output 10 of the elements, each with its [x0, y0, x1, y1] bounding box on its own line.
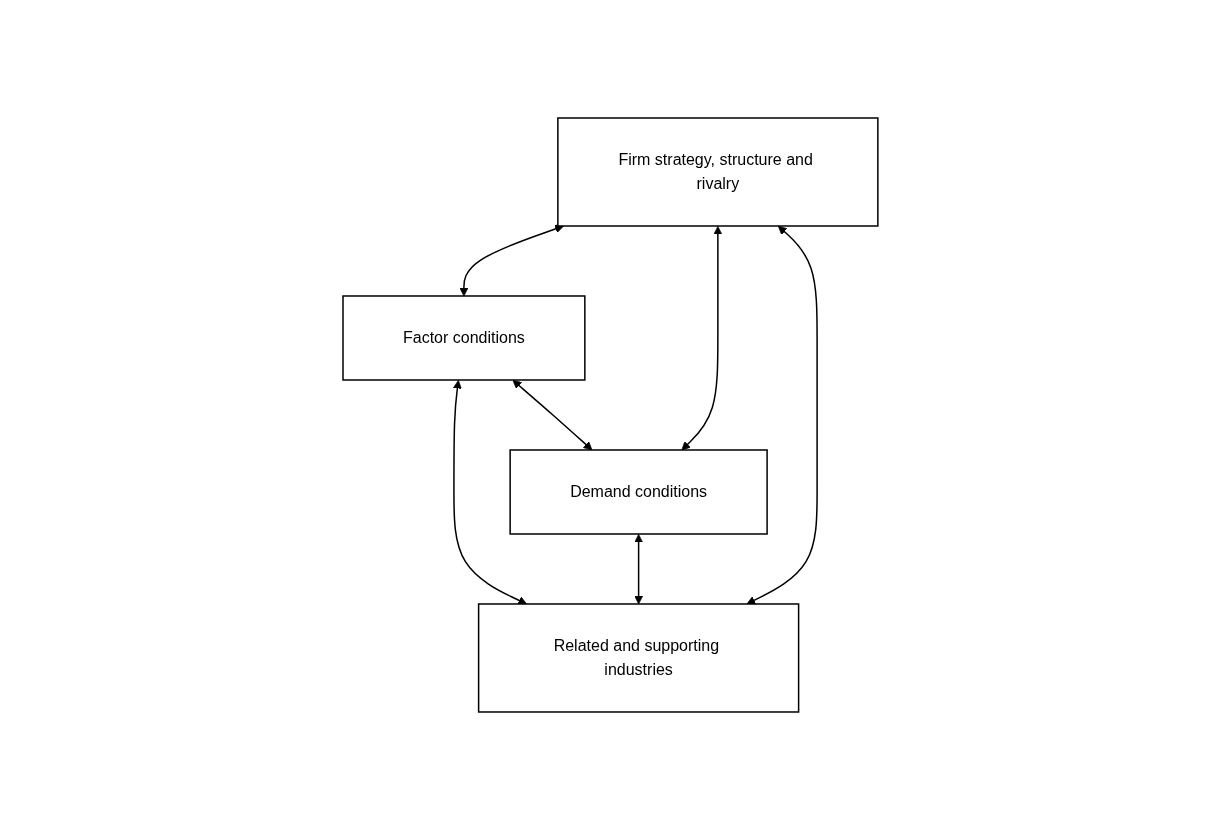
arrow — [746, 225, 818, 605]
arrow — [512, 379, 592, 451]
node-box: Related and supporting industries — [477, 603, 799, 713]
arrow — [681, 226, 722, 451]
node-box: Demand conditions — [508, 449, 768, 535]
arrow — [452, 380, 527, 605]
node-box: Factor conditions — [341, 295, 586, 381]
arrow — [633, 534, 643, 605]
node-box: Firm strategy, structure and rivalry — [556, 117, 879, 227]
arrow — [459, 224, 564, 297]
